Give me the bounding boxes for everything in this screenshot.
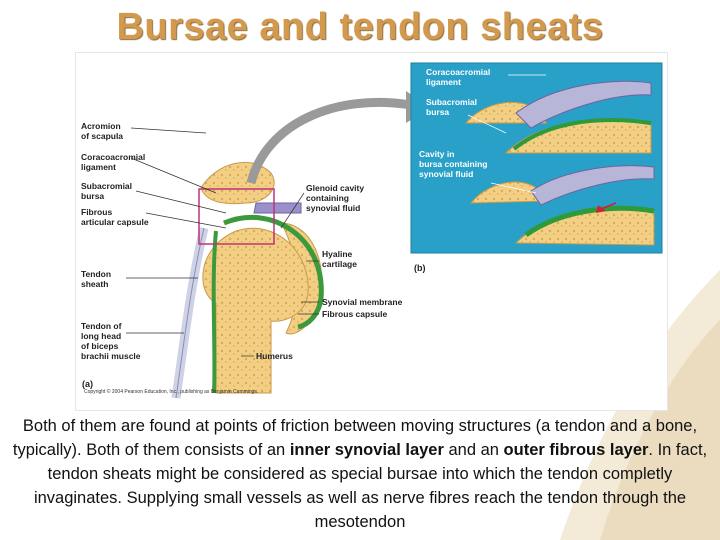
label-line: of biceps xyxy=(81,341,119,351)
label-fibrous-capsule: Fibrous capsule xyxy=(322,309,388,319)
label-biceps-tendon: Tendon of long head of biceps brachii mu… xyxy=(81,321,141,361)
label-subacromial-a: Subacromial bursa xyxy=(81,181,132,201)
label-line: Cavity in xyxy=(419,149,455,159)
label-line: bursa xyxy=(81,191,105,201)
body-paragraph: Both of them are found at points of fric… xyxy=(10,414,710,540)
label-line: Subacromial xyxy=(81,181,133,191)
label-line: containing xyxy=(306,193,349,203)
label-glenoid-cavity: Glenoid cavity containing synovial fluid xyxy=(306,183,364,213)
label-line: synovial fluid xyxy=(306,203,361,213)
label-line: ligament xyxy=(426,77,461,87)
slide-title: Bursae and tendon sheats xyxy=(116,6,604,48)
label-line: Coracoacromial xyxy=(81,152,146,162)
label-bursa-cavity: Cavity in bursa containing synovial flui… xyxy=(419,149,487,179)
panel-b-letter: (b) xyxy=(414,263,426,273)
label-hyaline-cartilage: Hyaline cartilage xyxy=(322,249,357,269)
label-line: bursa xyxy=(426,107,450,117)
label-synovial-membrane: Synovial membrane xyxy=(322,297,403,307)
label-line: sheath xyxy=(81,279,109,289)
label-acromion: Acromion of scapula xyxy=(81,121,123,141)
paragraph-bold-inner-synovial: inner synovial layer xyxy=(289,441,444,459)
panel-a-letter: (a) xyxy=(82,379,93,389)
label-line: Fibrous xyxy=(81,207,113,217)
label-coracoacromial-b: Coracoacromial ligament xyxy=(426,67,490,87)
label-line: Tendon xyxy=(81,269,112,279)
label-line: brachii muscle xyxy=(81,351,141,361)
label-line: articular capsule xyxy=(81,217,149,227)
label-line: Glenoid cavity xyxy=(306,183,365,193)
label-tendon-sheath: Tendon sheath xyxy=(81,269,111,289)
label-line: synovial fluid xyxy=(419,169,474,179)
label-fibrous-articular-capsule: Fibrous articular capsule xyxy=(81,207,149,227)
label-line: long head xyxy=(81,331,122,341)
shoulder-joint-figure: Acromion of scapula Coracoacromial ligam… xyxy=(75,52,668,411)
copyright-notice: Copyright © 2004 Pearson Education, Inc.… xyxy=(84,389,259,395)
label-line: Coracoacromial xyxy=(426,67,491,77)
label-line: ligament xyxy=(81,162,116,172)
paragraph-bold-outer-fibrous: outer fibrous layer xyxy=(503,441,649,459)
label-line: Subacromial xyxy=(426,97,478,107)
shoulder-illustration xyxy=(126,62,663,399)
label-subacromial-b: Subacromial bursa xyxy=(426,97,477,117)
paragraph-text: Both of them are found at points of fric… xyxy=(12,417,698,459)
label-line: Hyaline xyxy=(322,249,353,259)
label-line: Tendon of xyxy=(81,321,122,331)
label-line: bursa containing xyxy=(419,159,488,169)
label-coracoacromial-a: Coracoacromial ligament xyxy=(81,152,145,172)
paragraph-text: and an xyxy=(443,441,504,459)
label-line: cartilage xyxy=(322,259,357,269)
paragraph-text: . In fact, tendon sheats might be consid… xyxy=(33,441,708,531)
label-line: Acromion xyxy=(81,121,121,131)
label-line: of scapula xyxy=(81,131,124,141)
label-humerus: Humerus xyxy=(256,351,293,361)
